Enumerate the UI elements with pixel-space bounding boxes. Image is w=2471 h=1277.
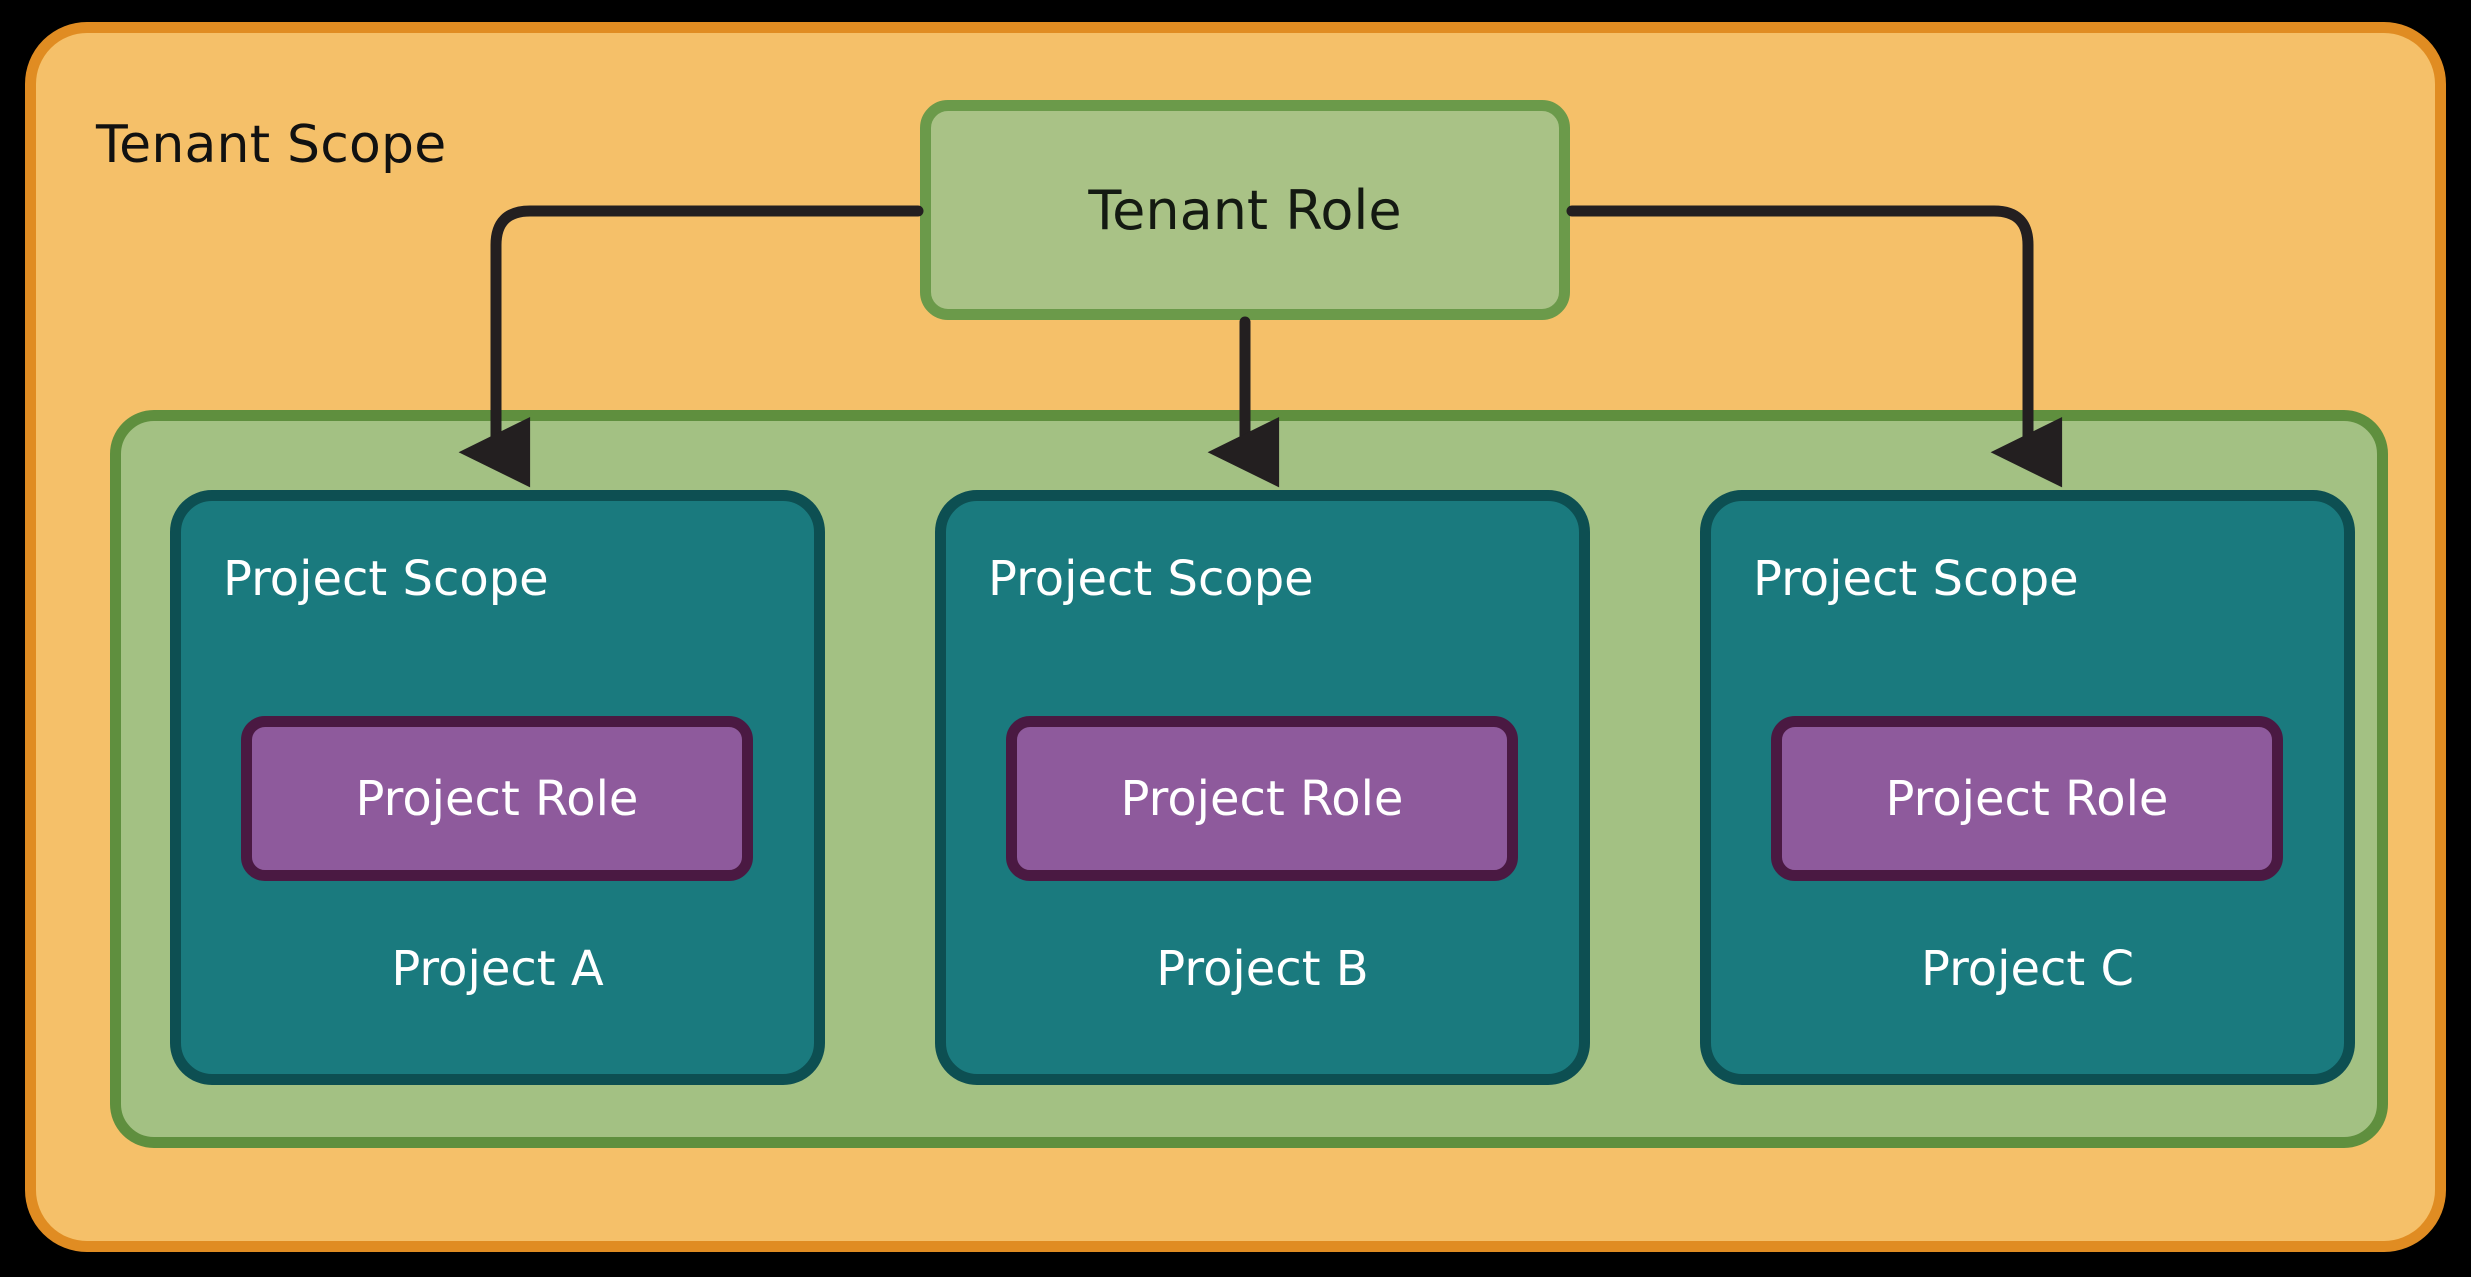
project-name-b: Project B [1156,941,1369,997]
project-role-label: Project Role [1885,770,2169,827]
project-role-label: Project Role [355,770,639,827]
project-scope-label: Project Scope [1753,551,2079,607]
project-scope-label: Project Scope [988,551,1314,607]
project-name-c: Project C [1921,941,2134,997]
tenant-role-label: Tenant Role [1088,178,1402,242]
project-role-label: Project Role [1120,770,1404,827]
project-role-b[interactable]: Project Role [1006,716,1518,881]
project-scope-label: Project Scope [223,551,549,607]
project-scope-b[interactable]: Project Scope Project Role Project B [935,490,1590,1085]
tenant-role-node[interactable]: Tenant Role [920,100,1570,320]
tenant-scope-label: Tenant Scope [96,115,447,175]
project-role-c[interactable]: Project Role [1771,716,2283,881]
project-name-a: Project A [391,941,604,997]
project-scope-a[interactable]: Project Scope Project Role Project A [170,490,825,1085]
project-scope-c[interactable]: Project Scope Project Role Project C [1700,490,2355,1085]
project-role-a[interactable]: Project Role [241,716,753,881]
